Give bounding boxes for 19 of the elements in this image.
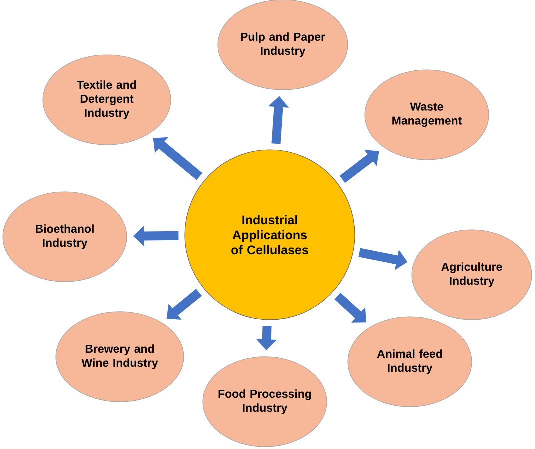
node-label: Brewery and Wine Industry	[82, 344, 158, 370]
center-circle	[184, 150, 356, 320]
node-label: Waste Management	[392, 102, 462, 128]
node-label: Bioethanol Industry	[36, 224, 94, 250]
block-arrow	[340, 150, 380, 184]
industry-ellipse	[2, 192, 128, 282]
node-label: Industrial Applications of Cellulases	[232, 215, 308, 255]
industry-ellipse	[42, 54, 172, 146]
node-label: Pulp and Paper Industry	[241, 32, 326, 58]
industry-ellipse	[56, 312, 184, 402]
node-label: Food Processing Industry	[218, 390, 312, 414]
industry-ellipse	[202, 356, 328, 448]
industry-ellipse	[364, 70, 490, 160]
block-arrow	[166, 289, 202, 320]
node-label: Textile and Detergent Industry	[77, 80, 136, 120]
industry-ellipse	[348, 316, 472, 408]
node-label: Agriculture Industry	[442, 262, 502, 288]
industry-ellipse	[412, 230, 532, 320]
node-label: Animal feed Industry	[377, 350, 442, 374]
